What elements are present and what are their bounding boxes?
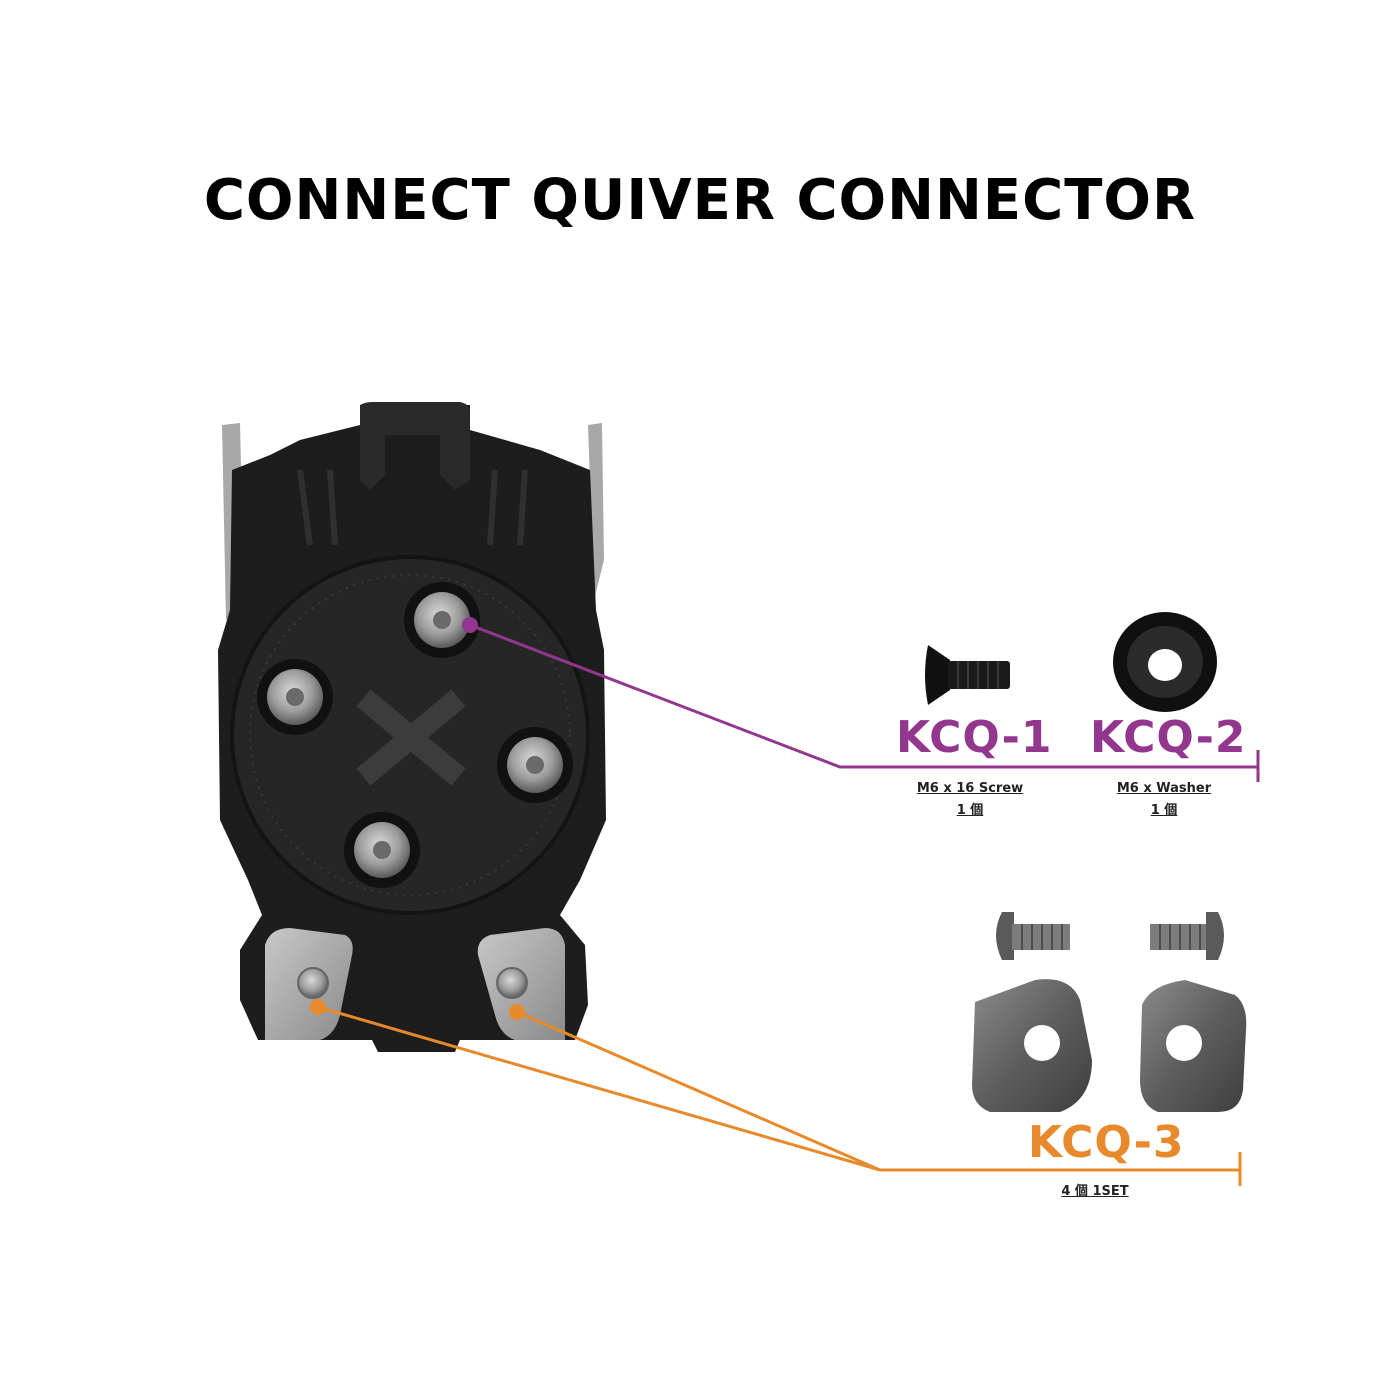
- disc-bolt: [497, 727, 573, 803]
- kcq2-code: KCQ-2: [1090, 712, 1247, 763]
- flat-head-screw-icon: [925, 645, 1010, 705]
- top-handle: [360, 402, 470, 490]
- mounting-plate-icon: [1140, 980, 1247, 1112]
- disc-bolt: [257, 659, 333, 735]
- kcq3-qty: 4 個 1SET: [1061, 1184, 1129, 1199]
- kcq12-callout: [469, 623, 1260, 782]
- page-title: CONNECT QUIVER CONNECTOR: [203, 168, 1197, 233]
- kcq3-code: KCQ-3: [1028, 1117, 1185, 1168]
- kcq2-spec: M6 x Washer: [1116, 781, 1212, 796]
- disc-bolt: [344, 812, 420, 888]
- x-logo: [356, 689, 466, 786]
- kcq12-callout-dot: [462, 617, 478, 633]
- button-head-screw-icon: [996, 912, 1070, 960]
- cup-washer-icon: [1113, 612, 1217, 712]
- kcq1-spec: M6 x 16 Screw: [916, 781, 1024, 796]
- housing-ribs: [297, 469, 528, 546]
- kcq1-code: KCQ-1: [896, 712, 1053, 763]
- mounting-plate-icon: [972, 979, 1092, 1112]
- right-metal-fin: [588, 423, 604, 600]
- kcq1-qty: 1 個: [956, 803, 984, 818]
- kcq3-callout: [317, 1005, 1242, 1186]
- kcq3-callout-dot: [509, 1004, 525, 1020]
- kcq2-qty: 1 個: [1150, 803, 1178, 818]
- connector-body: [218, 402, 606, 1052]
- disc-bolt: [404, 582, 480, 658]
- button-head-screw-icon: [1150, 912, 1224, 960]
- kcq3-callout-dot: [310, 999, 326, 1015]
